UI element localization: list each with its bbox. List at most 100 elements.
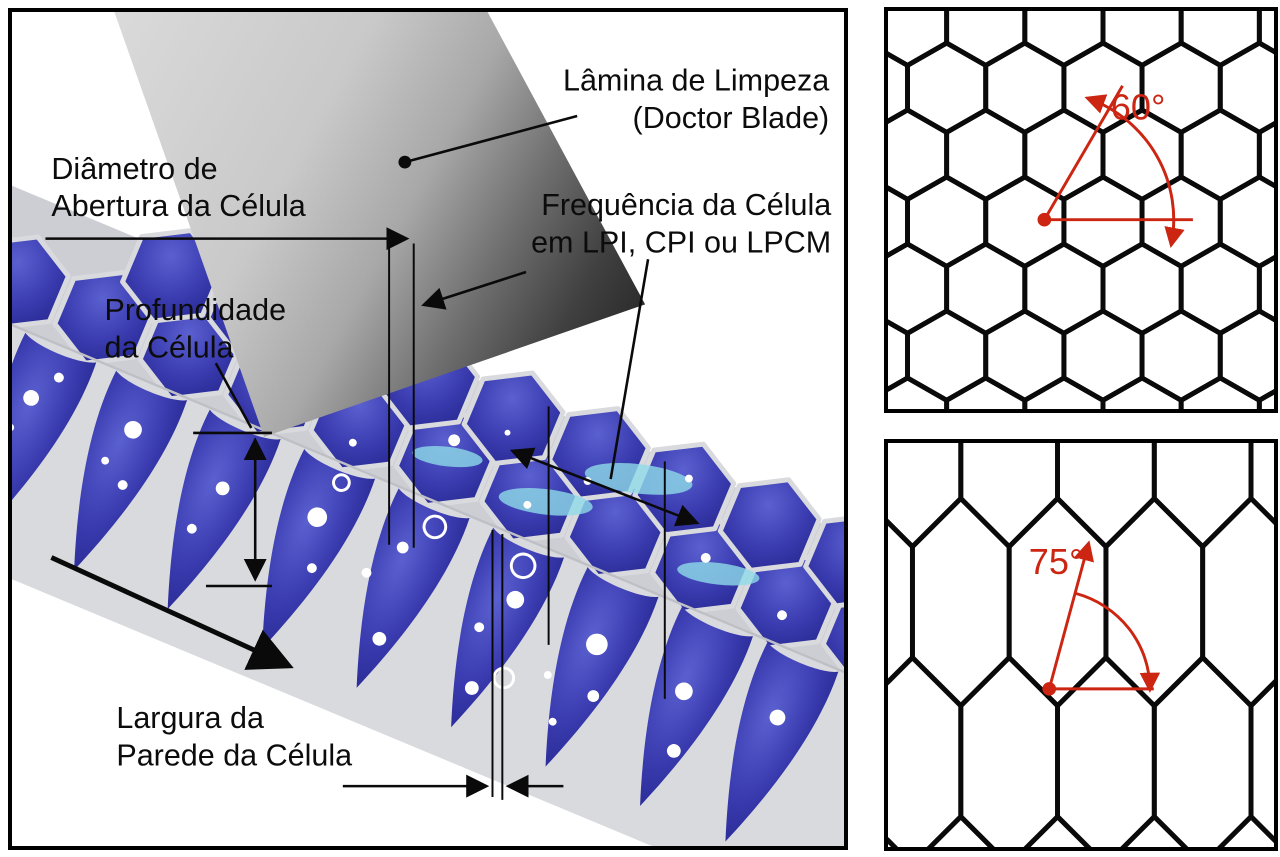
- bubble: [675, 682, 693, 701]
- bubble-ring: [509, 552, 537, 580]
- angle-75-label: 75°: [1029, 541, 1084, 582]
- hex-cell: [1256, 389, 1274, 409]
- ink-cell-section: [640, 606, 753, 806]
- opening-dim-arrow-2: [421, 270, 527, 310]
- bubble: [700, 552, 711, 563]
- bubble: [504, 429, 511, 436]
- label-wall-1: Largura da: [116, 701, 264, 735]
- hex-cell: [888, 241, 950, 337]
- angle-arc: [1075, 592, 1161, 693]
- ink-cell-section: [74, 370, 188, 571]
- hex-cell: [1217, 40, 1274, 136]
- ink-cell-section: [451, 527, 565, 728]
- hex-cell: [1248, 679, 1274, 843]
- label-frequency-2: em LPI, CPI ou LPCM: [531, 225, 831, 259]
- bubble: [361, 567, 372, 578]
- bubble: [53, 372, 64, 383]
- bubble: [124, 420, 142, 439]
- hex-cell: [888, 654, 964, 847]
- bubble-ring: [492, 666, 516, 690]
- front-face-bubbles: [332, 473, 552, 690]
- hex-cell: [888, 375, 950, 409]
- bubble: [23, 390, 40, 406]
- hex-cell: [1217, 813, 1274, 847]
- hex-cell: [1022, 11, 1106, 69]
- anilox-cell-diagram-panel: Lâmina de Limpeza (Doctor Blade) Diâmetr…: [8, 8, 848, 850]
- hex-cell: [1178, 11, 1262, 69]
- hex-cell: [944, 11, 1028, 69]
- bubble: [186, 523, 197, 534]
- angle-arc: [1084, 94, 1185, 248]
- label-doctor-blade-2: (Doctor Blade): [633, 101, 830, 135]
- bubble: [548, 717, 557, 726]
- angle-annotation-60: 60°: [1037, 85, 1193, 248]
- hex-cell: [1248, 443, 1274, 525]
- bubble: [117, 480, 128, 490]
- angle-annotation-75: 75°: [1029, 540, 1161, 696]
- bubble: [777, 610, 787, 621]
- label-frequency-1: Frequência da Célula: [541, 188, 831, 222]
- ink-highlight: [412, 445, 483, 468]
- hex-cell: [1256, 11, 1274, 55]
- angle-75-ray: [1047, 540, 1095, 690]
- hex-cell: [888, 107, 950, 203]
- hex-cell: [1022, 375, 1106, 409]
- cross-section-cells: [12, 332, 839, 842]
- bubble: [666, 744, 681, 758]
- hex-cell: [1100, 375, 1184, 409]
- ink-cell-section: [725, 642, 839, 842]
- bubble: [307, 507, 328, 528]
- rotation-direction-arrow: [50, 555, 294, 670]
- hex-cell: [1200, 495, 1274, 710]
- ink-cell-top: [803, 512, 844, 609]
- label-wall-2: Parede da Célula: [116, 739, 352, 773]
- label-opening-2: Abertura da Célula: [51, 189, 305, 223]
- label-depth-2: da Célula: [105, 330, 234, 364]
- hex-cell: [926, 813, 995, 847]
- ink-highlight: [677, 562, 760, 586]
- blade-leader-line: [404, 114, 578, 164]
- ink-cell-section: [12, 332, 97, 533]
- hex-grid-75: [888, 443, 1274, 847]
- bubble-ring: [332, 473, 351, 492]
- hex-cell: [1217, 174, 1274, 270]
- ink-cell-top: [12, 234, 71, 330]
- ink-cell-top: [461, 370, 566, 466]
- depth-leader-line: [214, 362, 253, 429]
- hex-cell: [888, 837, 898, 847]
- bubble: [101, 456, 110, 465]
- bubble: [769, 709, 786, 726]
- bubble: [306, 563, 317, 574]
- hex-cell: [1055, 654, 1157, 847]
- bubble: [464, 681, 479, 695]
- hex-pattern-60-panel: 60°: [884, 7, 1278, 413]
- frequency-leader-line: [609, 259, 650, 480]
- hex-pattern-75-panel: 75°: [884, 439, 1278, 851]
- anilox-cell-diagram: Lâmina de Limpeza (Doctor Blade) Diâmetr…: [12, 12, 844, 846]
- bubble: [474, 622, 485, 633]
- hex-cell: [958, 443, 1060, 551]
- ink-cell-top: [717, 477, 822, 573]
- hex-cell: [1256, 255, 1274, 323]
- label-opening-1: Diâmetro de: [51, 152, 217, 186]
- label-depth-1: Profundidade: [105, 293, 287, 327]
- hex-cell: [1055, 443, 1157, 551]
- angle-60-label: 60°: [1111, 87, 1166, 128]
- bubble: [506, 590, 525, 609]
- bubble: [215, 481, 230, 496]
- hex-cell: [888, 518, 915, 686]
- bubble: [448, 434, 461, 447]
- annotations: [45, 114, 700, 800]
- hex-cell: [1120, 813, 1189, 847]
- bubble-ring: [422, 514, 448, 540]
- hex-grid-60: [888, 11, 1274, 409]
- hex-cell: [1023, 813, 1092, 847]
- surface-edge: [12, 289, 844, 701]
- frequency-dim-arrow: [509, 447, 700, 527]
- label-doctor-blade-1: Lâmina de Limpeza: [563, 64, 829, 98]
- hex-cell: [1151, 443, 1254, 551]
- hex-cell: [1100, 11, 1184, 69]
- bubble: [396, 541, 409, 554]
- doctor-blade-shape: [114, 12, 646, 437]
